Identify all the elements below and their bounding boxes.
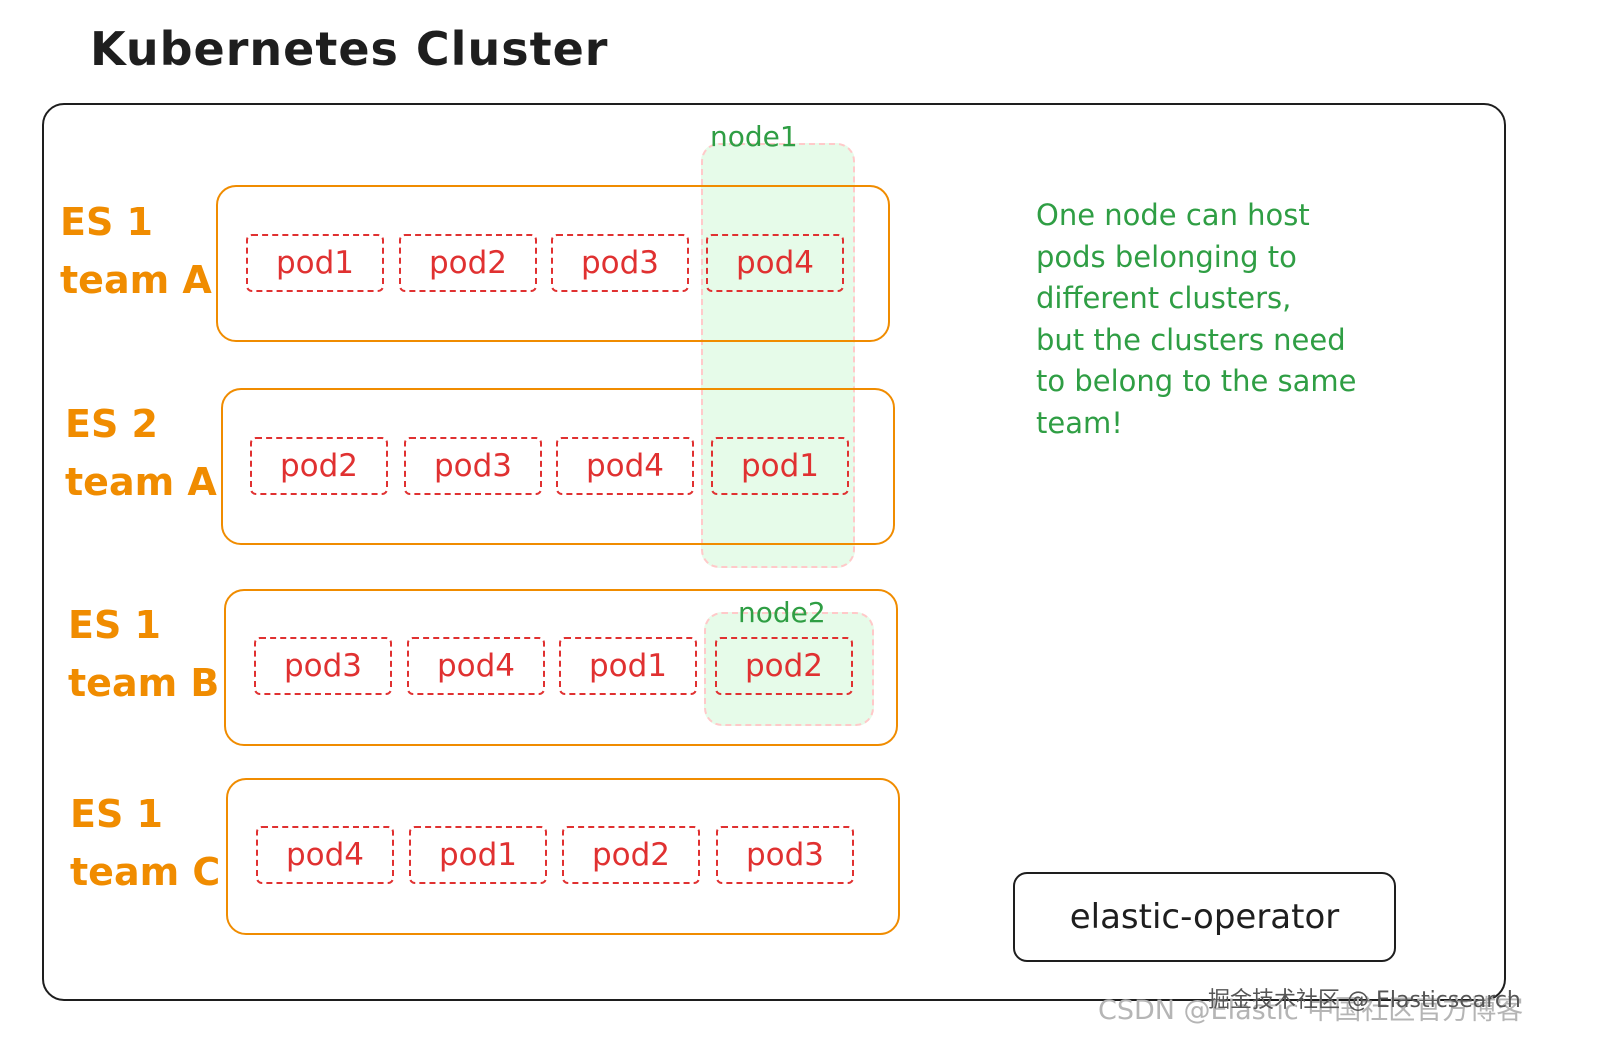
es-cluster-label: ES 1 team C bbox=[70, 785, 220, 901]
node1-label: node1 bbox=[710, 120, 798, 153]
pod-box: pod2 bbox=[250, 437, 388, 495]
pod-box: pod1 bbox=[246, 234, 384, 292]
es-cluster-box bbox=[221, 388, 895, 545]
annotation-note: One node can host pods belonging to diff… bbox=[1036, 198, 1357, 440]
node2-region bbox=[704, 612, 874, 726]
team-name: team A bbox=[65, 460, 217, 504]
diagram-title: Kubernetes Cluster bbox=[90, 22, 609, 76]
pod-box: pod4 bbox=[706, 234, 844, 292]
pod-box: pod3 bbox=[404, 437, 542, 495]
es-cluster-label: ES 1 team B bbox=[68, 596, 219, 712]
node1-region bbox=[701, 143, 855, 568]
es-name: ES 2 bbox=[65, 402, 158, 446]
pod-box: pod4 bbox=[256, 826, 394, 884]
pod-box: pod2 bbox=[562, 826, 700, 884]
es-cluster-box bbox=[224, 589, 898, 746]
es-cluster-box bbox=[216, 185, 890, 342]
elastic-operator-box: elastic-operator bbox=[1013, 872, 1396, 962]
es-name: ES 1 bbox=[68, 603, 161, 647]
pod-box: pod3 bbox=[716, 826, 854, 884]
pod-box: pod3 bbox=[254, 637, 392, 695]
pod-box: pod1 bbox=[559, 637, 697, 695]
node2-label: node2 bbox=[738, 596, 826, 629]
team-name: team B bbox=[68, 661, 220, 705]
es-cluster-label: ES 2 team A bbox=[65, 395, 217, 511]
pod-box: pod4 bbox=[407, 637, 545, 695]
es-cluster-box bbox=[226, 778, 900, 935]
watermark-csdn: CSDN @Elastic 中国社区官方博客 bbox=[1098, 995, 1524, 1026]
es-cluster-label: ES 1 team A bbox=[60, 193, 212, 309]
watermark-juejin: 掘金技术社区 @ Elasticsearch bbox=[1208, 988, 1521, 1013]
pod-box: pod4 bbox=[556, 437, 694, 495]
pod-box: pod1 bbox=[409, 826, 547, 884]
team-name: team A bbox=[60, 258, 212, 302]
kubernetes-cluster-box bbox=[42, 103, 1506, 1001]
watermark: CSDN @Elastic 中国社区官方博客掘金技术社区 @ Elasticse… bbox=[1098, 988, 1523, 1027]
pod-box: pod2 bbox=[715, 637, 853, 695]
pod-box: pod1 bbox=[711, 437, 849, 495]
team-name: team C bbox=[70, 850, 221, 894]
es-name: ES 1 bbox=[70, 792, 163, 836]
es-name: ES 1 bbox=[60, 200, 153, 244]
pod-box: pod2 bbox=[399, 234, 537, 292]
pod-box: pod3 bbox=[551, 234, 689, 292]
